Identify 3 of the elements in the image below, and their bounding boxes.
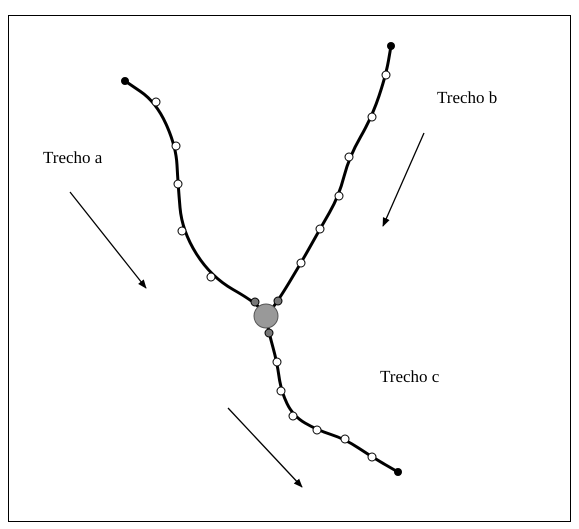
- stretch-label: Trecho c: [380, 367, 440, 387]
- stretch-label: Trecho b: [437, 88, 498, 108]
- stretch-label: Trecho a: [43, 148, 102, 168]
